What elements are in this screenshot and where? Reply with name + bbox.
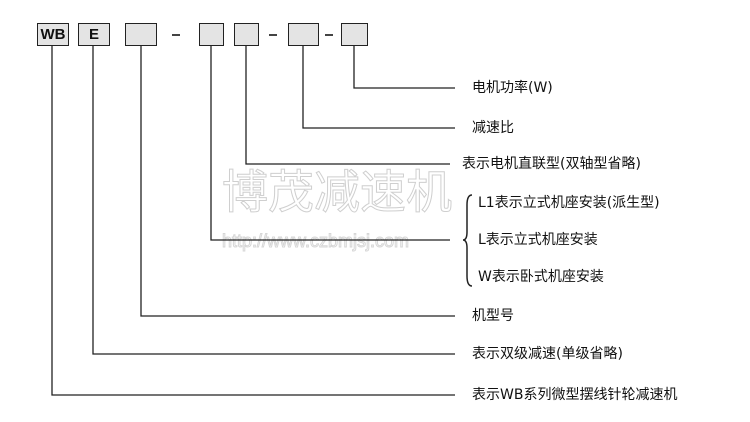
label-frame: 机型号 [472, 308, 514, 324]
code-box-stage: E [78, 23, 110, 46]
label-mount-l1: L1表示立式机座安装(派生型) [478, 195, 660, 211]
code-box-frame [125, 23, 157, 46]
label-power: 电机功率(W) [472, 80, 553, 96]
code-box-power [341, 23, 368, 46]
watermark-name: 博茂减速机 [222, 166, 453, 218]
code-box-series: WB [37, 23, 69, 46]
label-mount-l: L表示立式机座安装 [478, 232, 598, 248]
label-series: 表示WB系列微型摆线针轮减速机 [472, 387, 678, 403]
label-direct: 表示电机直联型(双轴型省略) [462, 156, 641, 172]
label-ratio: 减速比 [472, 120, 514, 136]
label-mount-w: W表示卧式机座安装 [478, 269, 604, 285]
code-box-mount [199, 23, 224, 46]
label-stage: 表示双级减速(单级省略) [472, 346, 623, 362]
separator-dash [325, 34, 333, 36]
watermark-url: http://www.czbmjsj.com [222, 231, 410, 252]
separator-dash [269, 34, 277, 36]
code-box-ratio [288, 23, 319, 46]
separator-dash [172, 34, 180, 36]
code-box-direct [234, 23, 259, 46]
